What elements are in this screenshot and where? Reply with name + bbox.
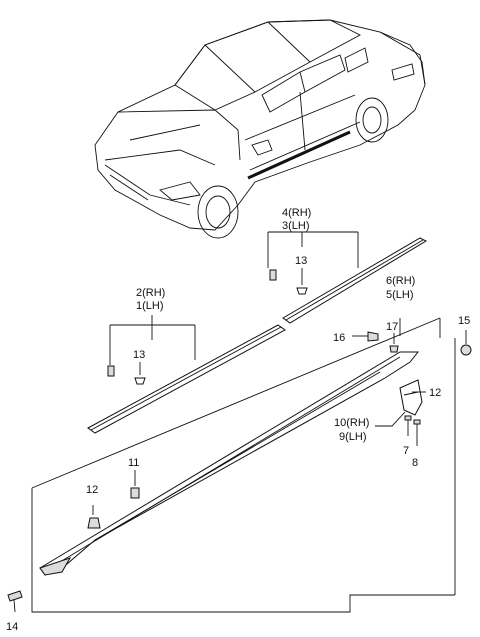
grommet-15 (460, 330, 472, 356)
callout-7: 7 (403, 445, 409, 457)
clip-11 (130, 470, 140, 499)
callout-14: 14 (6, 621, 18, 633)
callout-3-lh: 3(LH) (282, 220, 310, 232)
clip-13-left (107, 365, 146, 385)
callout-5-lh: 5(LH) (386, 289, 414, 301)
callout-16: 16 (333, 332, 345, 344)
callout-13-left: 13 (133, 349, 145, 361)
callout-2-rh: 2(RH) (136, 287, 165, 299)
side-sill-moulding (39, 351, 420, 576)
callout-10-rh: 10(RH) (334, 417, 369, 429)
callout-1-lh: 1(LH) (136, 300, 164, 312)
callout-12-right: 12 (429, 387, 441, 399)
screw-14 (7, 590, 23, 613)
bracket-box-2-1 (109, 315, 196, 375)
fastener-8 (413, 419, 421, 446)
sill-frame (31, 317, 456, 613)
callout-15: 15 (458, 315, 470, 327)
callout-17: 17 (386, 321, 398, 333)
callout-4-rh: 4(RH) (282, 207, 311, 219)
bracket-box-4-3 (267, 231, 359, 285)
fastener-7 (404, 415, 412, 436)
screw-16 (352, 331, 379, 342)
car-illustration (94, 19, 426, 239)
callout-9-lh: 9(LH) (339, 431, 367, 443)
callout-11: 11 (128, 457, 139, 469)
clip-13-right (269, 269, 308, 295)
callout-12-left: 12 (86, 484, 98, 496)
clip-12-left (87, 505, 101, 529)
end-bracket-10-9 (399, 379, 423, 416)
callout-13-right: 13 (295, 255, 307, 267)
clip-17 (389, 333, 399, 353)
door-moulding-front (87, 324, 286, 434)
leader-10-9 (375, 411, 406, 427)
door-moulding-rear (282, 237, 428, 324)
callout-8: 8 (412, 457, 418, 469)
callout-6-rh: 6(RH) (386, 275, 415, 287)
